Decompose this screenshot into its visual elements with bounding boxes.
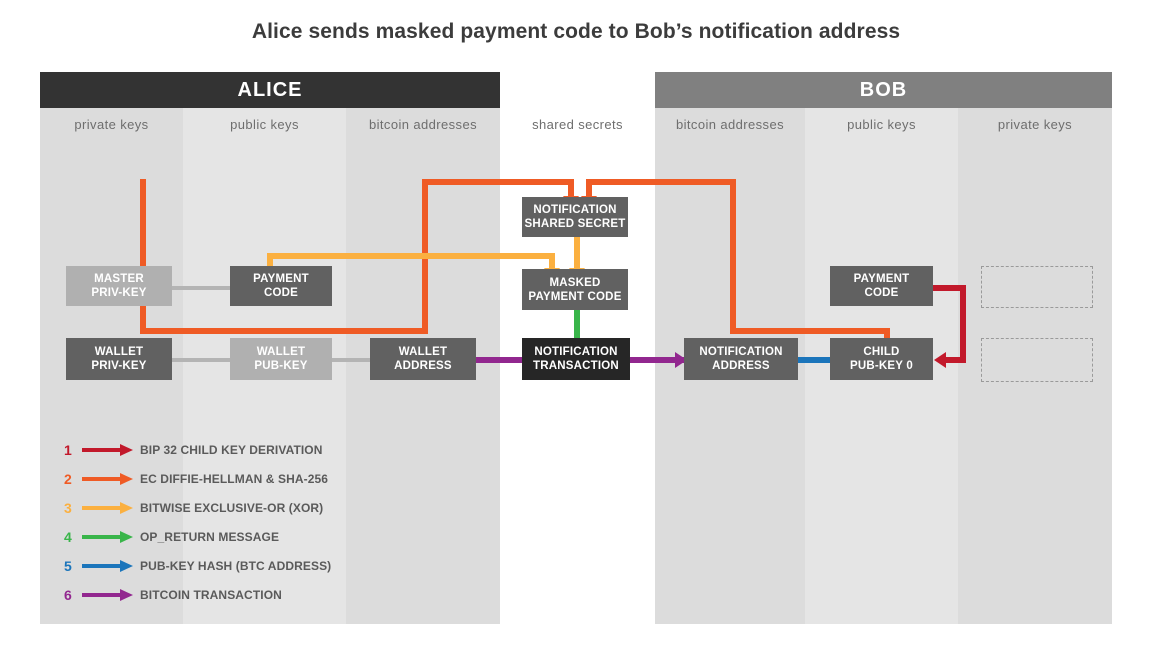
column-header-alice-bitcoin-addresses: bitcoin addresses	[369, 117, 477, 132]
node-alice-master-priv-key[interactable]: MASTER PRIV-KEY	[66, 266, 172, 306]
node-bob-child-pub-key-0[interactable]: CHILD PUB-KEY 0	[830, 338, 933, 380]
node-line1: CHILD	[863, 346, 900, 358]
legend-label: BITWISE EXCLUSIVE-OR (XOR)	[140, 501, 324, 515]
legend-arrow-icon	[82, 527, 134, 547]
node-line2: CODE	[864, 287, 899, 299]
node-line1: WALLET	[398, 346, 448, 358]
legend-item-5: 5 PUB-KEY HASH (BTC ADDRESS)	[64, 556, 331, 576]
node-alice-wallet-priv-key[interactable]: WALLET PRIV-KEY	[66, 338, 172, 380]
flow-xor-secret-drop	[574, 237, 580, 270]
legend-number: 3	[64, 500, 72, 516]
party-banner-alice: ALICE	[40, 72, 500, 108]
legend-item-3: 3 BITWISE EXCLUSIVE-OR (XOR)	[64, 498, 323, 518]
diagram-panel: ALICE BOB private keys public keys bitco…	[40, 72, 1112, 624]
node-line1: PAYMENT	[253, 273, 309, 285]
legend-arrow-icon	[82, 498, 134, 518]
node-line1: PAYMENT	[853, 273, 910, 285]
node-notification-transaction[interactable]: NOTIFICATION TRANSACTION	[522, 338, 630, 380]
node-alice-payment-code[interactable]: PAYMENT CODE	[230, 266, 332, 306]
flow-ecdh-left-riser	[140, 179, 146, 332]
flow-opreturn-line	[574, 310, 580, 341]
node-alice-wallet-pub-key[interactable]: WALLET PUB-KEY	[230, 338, 332, 380]
legend-arrow-icon	[82, 469, 134, 489]
column-header-bob-public-keys: public keys	[847, 117, 916, 132]
legend-number: 1	[64, 442, 72, 458]
party-banner-bob: BOB	[655, 72, 1112, 108]
legend-label: EC DIFFIE-HELLMAN & SHA-256	[140, 472, 329, 486]
node-line1: MASKED	[549, 276, 601, 289]
flow-pubkey-hash	[798, 357, 856, 363]
flow-bip32-bottom	[946, 357, 966, 363]
node-line2: PUB-KEY	[254, 360, 308, 372]
flow-xor-horizontal	[267, 253, 555, 259]
node-bob-private-key-placeholder-1	[981, 266, 1093, 308]
legend-arrow-icon	[82, 556, 134, 576]
legend-item-4: 4 OP_RETURN MESSAGE	[64, 527, 279, 547]
node-bob-notification-address[interactable]: NOTIFICATION ADDRESS	[684, 338, 798, 380]
node-line1: NOTIFICATION	[533, 204, 617, 216]
legend-number: 5	[64, 558, 72, 574]
column-header-shared-secrets: shared secrets	[532, 117, 623, 132]
node-bob-payment-code[interactable]: PAYMENT CODE	[830, 266, 933, 306]
legend-item-6: 6 BITCOIN TRANSACTION	[64, 585, 282, 605]
legend-item-2: 2 EC DIFFIE-HELLMAN & SHA-256	[64, 469, 328, 489]
column-header-alice-public-keys: public keys	[230, 117, 299, 132]
node-line2: CODE	[263, 287, 299, 299]
node-line1: MASTER	[94, 273, 144, 285]
flow-ecdh-left-drop	[568, 179, 574, 198]
flow-ecdh-right-riser	[730, 179, 736, 332]
page-title: Alice sends masked payment code to Bob’s…	[251, 20, 901, 43]
node-line1: NOTIFICATION	[699, 346, 783, 358]
connector-walletpub-to-walletaddress	[332, 358, 370, 362]
node-notification-shared-secret[interactable]: NOTIFICATION SHARED SECRET	[522, 197, 628, 237]
flow-btc-tx-out	[630, 357, 684, 363]
node-line2: ADDRESS	[712, 360, 770, 372]
node-line2: SHARED SECRET	[524, 218, 626, 230]
flow-bip32-top	[933, 285, 966, 291]
flow-bip32-riser	[960, 285, 966, 360]
legend-label: OP_RETURN MESSAGE	[140, 530, 280, 544]
legend: 1 BIP 32 CHILD KEY DERIVATION 2 EC DIFFI…	[64, 440, 394, 610]
legend-number: 2	[64, 471, 72, 487]
flow-ecdh-left-bottom	[140, 328, 426, 334]
column-header-bob-private-keys: private keys	[997, 117, 1073, 132]
legend-arrow-icon	[82, 440, 134, 460]
node-bob-private-key-placeholder-2	[981, 338, 1093, 382]
legend-number: 6	[64, 587, 72, 603]
flow-ecdh-right-bottom	[730, 328, 890, 334]
flow-ecdh-right-top	[586, 179, 736, 185]
connector-walletpriv-to-walletpub	[172, 358, 230, 362]
legend-item-1: 1 BIP 32 CHILD KEY DERIVATION	[64, 440, 323, 460]
flow-ecdh-left-top	[422, 179, 574, 185]
connector-master-to-payment-code	[172, 286, 230, 290]
legend-number: 4	[64, 529, 72, 545]
node-line1: WALLET	[256, 346, 306, 358]
flow-ecdh-right-drop	[586, 179, 592, 198]
arrowhead-bip32	[934, 352, 946, 368]
node-line2: ADDRESS	[394, 360, 452, 372]
flow-btc-tx-in	[476, 357, 538, 363]
node-line2: PRIV-KEY	[91, 360, 147, 372]
node-line2: PRIV-KEY	[91, 287, 147, 299]
column-bob-private-keys	[958, 72, 1112, 624]
node-line2: TRANSACTION	[533, 360, 619, 372]
legend-label: BITCOIN TRANSACTION	[140, 588, 282, 602]
node-line1: WALLET	[94, 346, 144, 358]
legend-label: BIP 32 CHILD KEY DERIVATION	[140, 443, 323, 457]
column-header-bob-bitcoin-addresses: bitcoin addresses	[676, 117, 784, 132]
node-line2: PUB-KEY 0	[850, 360, 913, 372]
legend-label: PUB-KEY HASH (BTC ADDRESS)	[140, 559, 332, 573]
node-line2: PAYMENT CODE	[528, 290, 622, 303]
flow-xor-drop	[549, 253, 555, 270]
node-line1: NOTIFICATION	[534, 346, 618, 358]
node-alice-wallet-address[interactable]: WALLET ADDRESS	[370, 338, 476, 380]
legend-arrow-icon	[82, 585, 134, 605]
column-header-alice-private-keys: private keys	[74, 117, 149, 132]
